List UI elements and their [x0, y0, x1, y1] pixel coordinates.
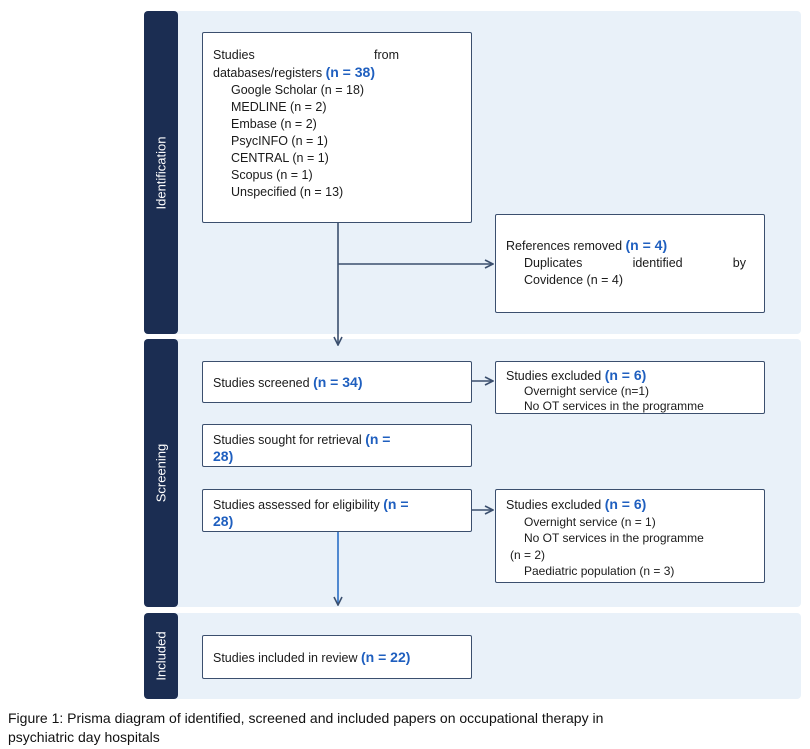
figure-caption: Figure 1: Prisma diagram of identified, …	[8, 709, 798, 747]
source-item: MEDLINE (n = 2)	[231, 100, 327, 114]
identified-box: Studies from databases/registers (n = 38…	[202, 32, 472, 223]
identified-count: (n = 38)	[325, 64, 375, 80]
excluded-box-2: Studies excluded (n = 6) Overnight servi…	[495, 489, 765, 583]
source-item: Google Scholar (n = 18)	[231, 83, 365, 97]
screened-title: Studies screened	[213, 376, 310, 390]
sought-box: Studies sought for retrieval (n = 28)	[202, 424, 472, 467]
source-item: Scopus (n = 1)	[231, 168, 313, 182]
stage-identification: Identification	[144, 11, 178, 334]
identified-title-a: Studies	[213, 48, 255, 62]
source-item: Unspecified (n = 13)	[231, 185, 344, 199]
assessed-box: Studies assessed for eligibility (n = 28…	[202, 489, 472, 532]
identified-title-b: from	[374, 48, 399, 62]
excluded1-reason: Overnight service (n=1)	[524, 384, 650, 398]
identified-title-c: databases/registers	[213, 66, 323, 80]
assessed-count-b: 28)	[213, 513, 234, 529]
removed-title: References removed	[506, 239, 623, 253]
removed-box: References removed (n = 4) Duplicates id…	[495, 214, 765, 313]
screened-count: (n = 34)	[313, 374, 363, 390]
excluded2-reason: No OT services in the programme	[524, 531, 704, 545]
screened-box: Studies screened (n = 34)	[202, 361, 472, 403]
source-item: CENTRAL (n = 1)	[231, 151, 329, 165]
caption-line-2: psychiatric day hospitals	[8, 729, 160, 745]
excluded2-reason: Paediatric population (n = 3)	[524, 564, 675, 578]
sought-count-a: (n =	[365, 431, 391, 447]
removed-line2: Covidence (n = 4)	[524, 273, 624, 287]
assessed-title: Studies assessed for eligibility	[213, 498, 380, 512]
excluded2-count: (n = 6)	[604, 496, 647, 512]
included-title: Studies included in review	[213, 651, 358, 665]
excluded1-count: (n = 6)	[604, 367, 647, 383]
removed-line1-c: by	[732, 256, 746, 270]
excluded2-reason: Overnight service (n = 1)	[524, 514, 656, 529]
included-count: (n = 22)	[361, 649, 411, 665]
included-box: Studies included in review (n = 22)	[202, 635, 472, 679]
removed-line1-b: identified	[632, 256, 683, 270]
excluded1-title: Studies excluded	[506, 369, 602, 383]
stage-screening: Screening	[144, 339, 178, 607]
sought-count-b: 28)	[213, 448, 234, 464]
assessed-count-a: (n =	[383, 496, 409, 512]
sought-title: Studies sought for retrieval	[213, 433, 362, 447]
removed-count: (n = 4)	[625, 237, 668, 253]
caption-line-1: Figure 1: Prisma diagram of identified, …	[8, 710, 604, 726]
excluded1-reason: No OT services in the programme	[524, 399, 704, 413]
stage-included: Included	[144, 613, 178, 699]
excluded-box-1: Studies excluded (n = 6) Overnight servi…	[495, 361, 765, 414]
source-item: Embase (n = 2)	[231, 117, 317, 131]
excluded2-reason-count: (n = 2)	[510, 547, 546, 562]
source-item: PsycINFO (n = 1)	[231, 134, 328, 148]
excluded2-title: Studies excluded	[506, 498, 602, 512]
removed-line1-a: Duplicates	[524, 256, 583, 270]
